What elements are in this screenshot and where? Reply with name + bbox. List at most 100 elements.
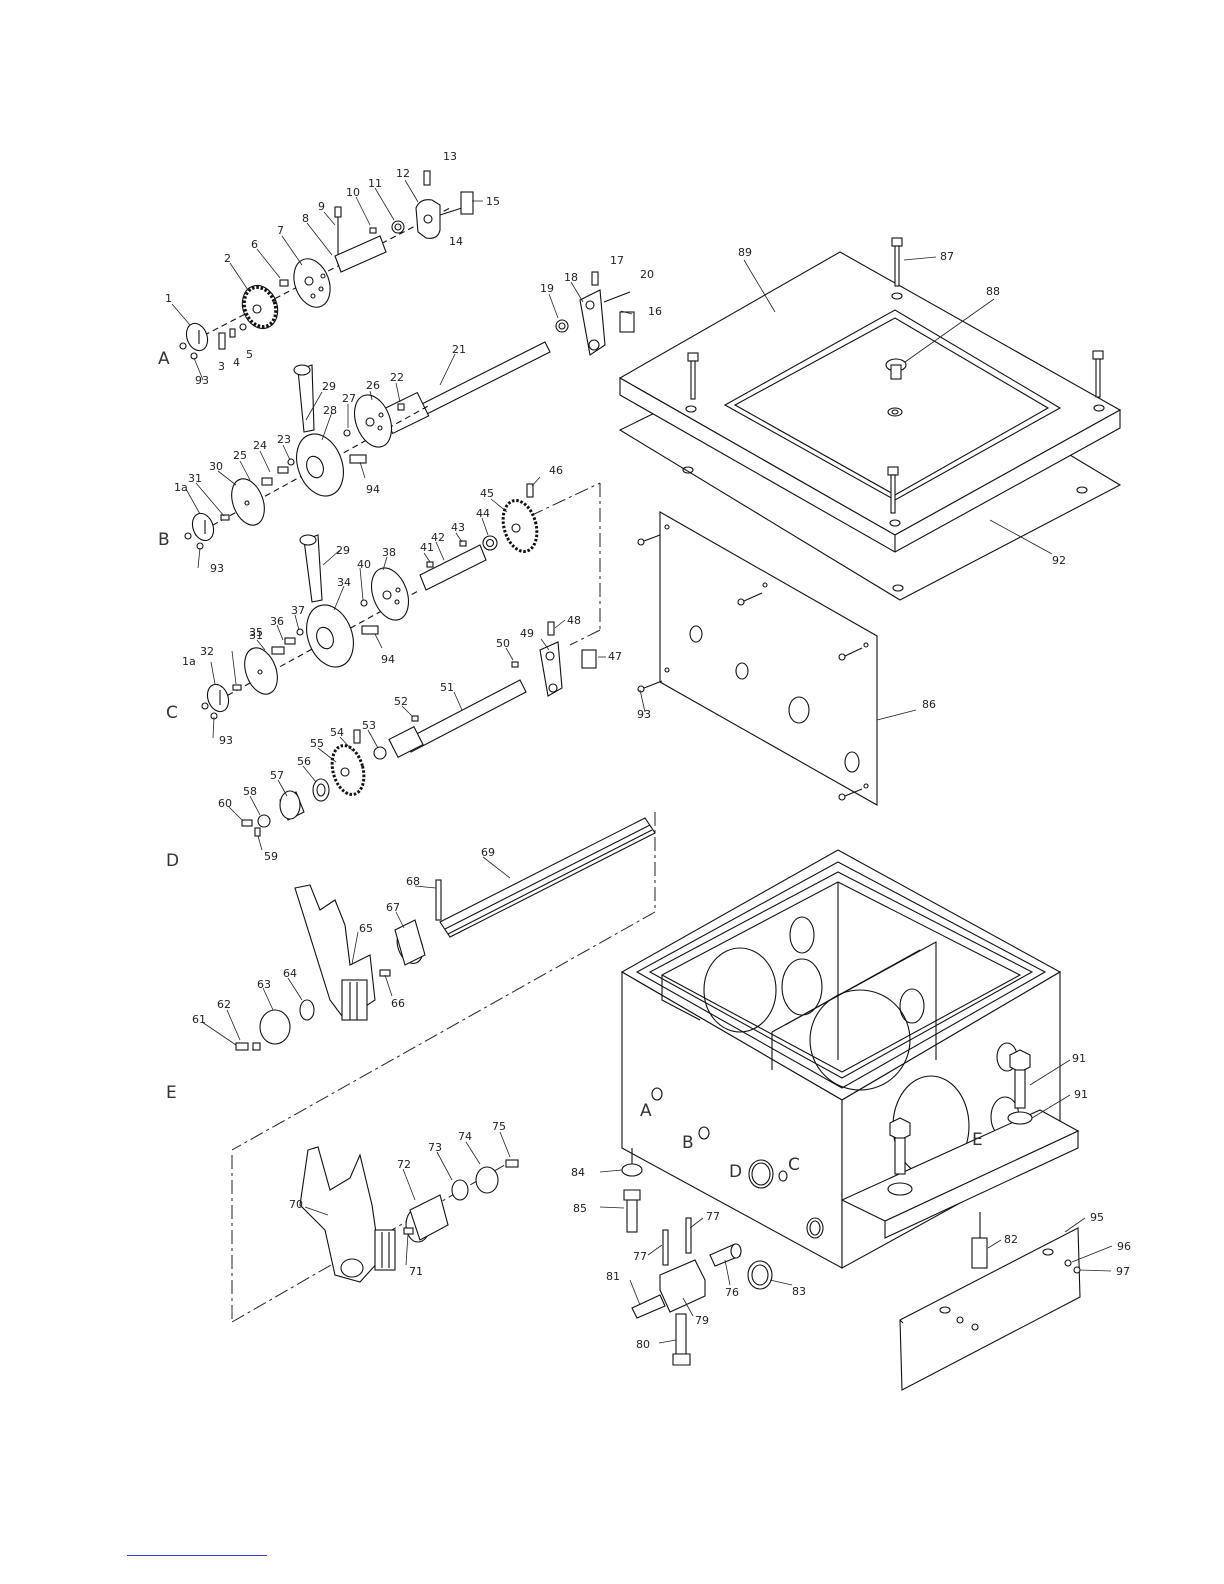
bracket-assembly <box>631 1217 773 1366</box>
section-label-d: D <box>166 851 179 871</box>
callout-38: 38 <box>382 546 396 559</box>
callout-70: 70 <box>289 1198 303 1211</box>
assembly-shaft-21 <box>380 271 635 435</box>
callout-1a-c: 1a <box>182 655 196 668</box>
part-12-cam <box>415 199 441 239</box>
callout-46: 46 <box>549 464 563 477</box>
callout-5: 5 <box>246 348 253 361</box>
part-71-screw <box>403 1227 414 1235</box>
callout-85: 85 <box>573 1202 587 1215</box>
callout-1a-b: 1a <box>174 481 188 494</box>
part-60-screw <box>241 819 253 827</box>
part-38-dial <box>370 567 410 621</box>
callout-28: 28 <box>323 404 337 417</box>
section-label-b: B <box>158 530 170 550</box>
face-label-c: C <box>788 1155 800 1175</box>
callout-29b: 29 <box>336 544 350 557</box>
callout-53: 53 <box>362 719 376 732</box>
callout-92: 92 <box>1052 554 1066 567</box>
part-15-block <box>460 191 474 215</box>
callout-41: 41 <box>420 541 434 554</box>
part-49-lever <box>539 641 563 697</box>
assembly-d <box>231 812 656 1151</box>
callout-34: 34 <box>337 576 351 589</box>
gearbox-housing <box>620 849 1080 1269</box>
part-88-plug <box>885 358 907 417</box>
part-59-screw <box>254 827 261 837</box>
callout-31b: 31 <box>249 629 263 642</box>
part-95-plate <box>899 1227 1081 1391</box>
callout-16: 16 <box>648 305 662 318</box>
plate-95-assembly <box>899 1227 1081 1391</box>
callout-81: 81 <box>606 1270 620 1283</box>
part-93-screw <box>179 342 187 350</box>
callout-18: 18 <box>564 271 578 284</box>
callout-75: 75 <box>492 1120 506 1133</box>
part-46-setscrew <box>526 483 534 498</box>
part-62-screw <box>252 1042 261 1051</box>
callout-89: 89 <box>738 246 752 259</box>
callout-61: 61 <box>192 1013 206 1026</box>
part-81-screw <box>631 1294 666 1319</box>
section-label-c: C <box>166 703 178 723</box>
face-label-d: D <box>729 1162 742 1182</box>
callout-7: 7 <box>277 224 284 237</box>
part-22-key <box>397 403 405 411</box>
part-42-shaft <box>419 544 487 591</box>
part-8-shaft <box>334 235 387 273</box>
part-5-ball <box>239 323 247 331</box>
part-16-block <box>619 311 635 333</box>
top-cover-assembly <box>618 237 1122 601</box>
callout-14: 14 <box>449 235 463 248</box>
callout-66: 66 <box>391 997 405 1010</box>
callout-19: 19 <box>540 282 554 295</box>
part-36-spring <box>284 637 296 645</box>
callout-91b: 91 <box>1074 1088 1088 1101</box>
part-43-key <box>459 540 467 547</box>
callout-64: 64 <box>283 967 297 980</box>
part-58-washer <box>257 814 271 828</box>
part-51-shaft <box>404 679 527 753</box>
callout-8: 8 <box>302 212 309 225</box>
callout-32: 32 <box>200 645 214 658</box>
part-74-bushing <box>475 1166 499 1194</box>
callout-44: 44 <box>476 507 490 520</box>
part-23-ball <box>287 458 295 466</box>
callout-1: 1 <box>165 292 172 305</box>
callout-83: 83 <box>792 1285 806 1298</box>
assembly-e <box>231 1146 519 1323</box>
callout-numbers: 1 2 3 4 5 6 7 8 9 10 11 12 13 14 15 16 1… <box>165 150 1131 1351</box>
callout-94b: 94 <box>381 653 395 666</box>
callout-76: 76 <box>725 1286 739 1299</box>
part-30-plate <box>231 478 265 526</box>
part-97-screw <box>1073 1266 1081 1274</box>
callout-49: 49 <box>520 627 534 640</box>
callout-27: 27 <box>342 392 356 405</box>
callout-23: 23 <box>277 433 291 446</box>
callout-72: 72 <box>397 1158 411 1171</box>
housing-face-labels: A B D C E <box>640 1101 983 1182</box>
part-41-key <box>426 561 434 568</box>
callout-22: 22 <box>390 371 404 384</box>
callout-82: 82 <box>1004 1233 1018 1246</box>
section-label-e: E <box>166 1083 177 1103</box>
face-label-b: B <box>682 1133 694 1153</box>
section-labels: A B C D E <box>158 349 179 1103</box>
part-94-pin-b <box>349 454 367 464</box>
callout-95: 95 <box>1090 1211 1104 1224</box>
callout-52: 52 <box>394 695 408 708</box>
callout-2: 2 <box>224 252 231 265</box>
part-3-spring <box>218 332 226 350</box>
callout-54: 54 <box>330 726 344 739</box>
footer-link-underline[interactable] <box>127 1555 267 1556</box>
part-37-ball <box>296 628 304 636</box>
part-55-gear <box>330 744 366 796</box>
part-6-screw <box>279 279 289 287</box>
callout-26: 26 <box>366 379 380 392</box>
part-1a-plate-b <box>191 512 215 542</box>
part-1a-plate-c <box>206 683 230 713</box>
part-24-spring <box>277 466 289 474</box>
part-56-washer <box>312 778 330 802</box>
face-label-a: A <box>640 1101 652 1121</box>
